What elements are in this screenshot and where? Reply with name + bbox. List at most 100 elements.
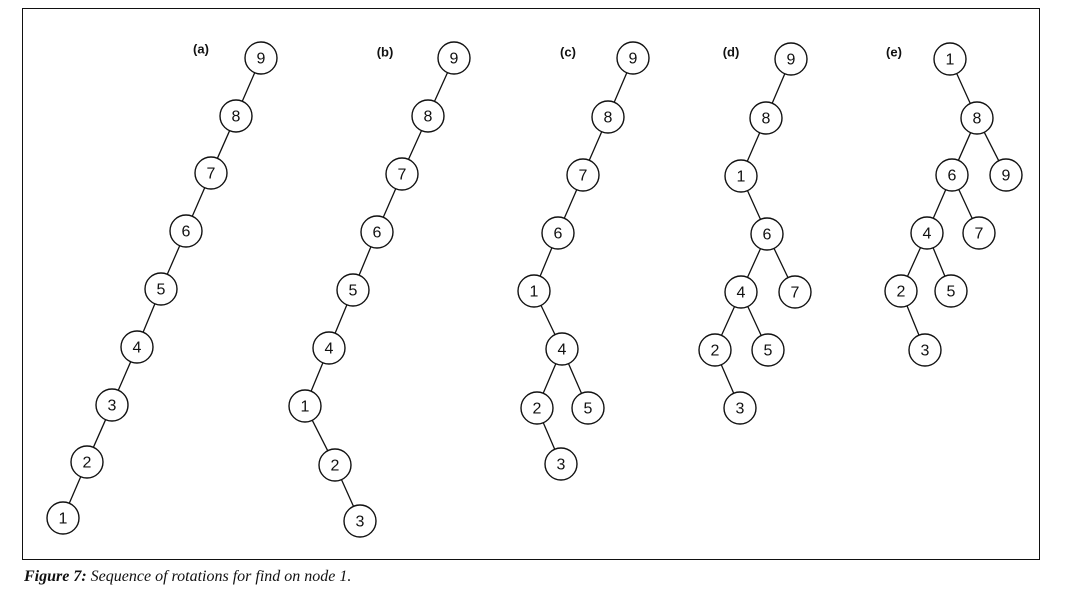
- node-key: 5: [947, 284, 956, 301]
- tree-node-e-9: 9: [989, 158, 1023, 192]
- node-key: 6: [373, 225, 382, 242]
- edge-e-2-3: [906, 305, 920, 336]
- tree-node-e-4: 4: [910, 216, 944, 250]
- edge-b-7-6: [382, 188, 397, 218]
- node-circle: [545, 332, 579, 366]
- node-key: 7: [791, 285, 800, 302]
- edge-b-1-2: [311, 420, 329, 451]
- node-key: 3: [736, 401, 745, 418]
- node-key: 8: [973, 111, 982, 128]
- tree-node-b-7: 7: [385, 157, 419, 191]
- tree-node-e-7: 7: [962, 216, 996, 250]
- edge-b-4-1: [310, 362, 324, 392]
- edge-d-4-5: [747, 306, 762, 336]
- node-circle: [960, 101, 994, 135]
- tree-node-a-2: 2: [70, 445, 104, 479]
- node-circle: [219, 99, 253, 133]
- node-circle: [120, 330, 154, 364]
- edge-e-4-5: [932, 247, 946, 277]
- tree-node-b-1: 1: [288, 389, 322, 423]
- node-key: 5: [157, 282, 166, 299]
- edge-c-9-8: [613, 72, 628, 103]
- tree-node-a-3: 3: [95, 388, 129, 422]
- node-key: 1: [301, 399, 310, 416]
- tree-node-d-9: 9: [774, 42, 808, 76]
- node-circle: [778, 275, 812, 309]
- node-key: 3: [356, 514, 365, 531]
- tree-node-d-3: 3: [723, 391, 757, 425]
- node-circle: [724, 275, 758, 309]
- node-circle: [591, 100, 625, 134]
- edge-a-8-7: [216, 130, 231, 159]
- node-key: 4: [133, 340, 142, 357]
- edge-c-8-7: [588, 131, 603, 161]
- node-circle: [541, 216, 575, 250]
- node-key: 7: [975, 226, 984, 243]
- node-key: 4: [923, 226, 932, 243]
- edge-b-2-3: [340, 479, 355, 507]
- tree-node-b-6: 6: [360, 215, 394, 249]
- node-key: 8: [762, 111, 771, 128]
- tree-node-c-2: 2: [520, 391, 554, 425]
- node-key: 2: [711, 343, 720, 360]
- edge-b-6-5: [358, 246, 372, 276]
- panel-label-a: (a): [193, 42, 209, 57]
- tree-node-a-4: 4: [120, 330, 154, 364]
- node-key: 8: [424, 109, 433, 126]
- tree-node-e-8: 8: [960, 101, 994, 135]
- node-circle: [385, 157, 419, 191]
- edge-e-8-9: [983, 132, 1000, 161]
- node-circle: [749, 101, 783, 135]
- figure-frame: [22, 8, 1040, 560]
- tree-node-c-5: 5: [571, 391, 605, 425]
- edge-a-7-6: [191, 187, 206, 217]
- tree-node-c-8: 8: [591, 100, 625, 134]
- tree-node-d-5: 5: [751, 333, 785, 367]
- edge-d-6-4: [746, 248, 762, 278]
- edge-c-7-6: [563, 189, 578, 219]
- tree-node-e-6: 6: [935, 158, 969, 192]
- node-circle: [910, 216, 944, 250]
- node-key: 5: [349, 283, 358, 300]
- edge-e-4-2: [906, 247, 922, 277]
- tree-node-b-3: 3: [343, 504, 377, 538]
- edge-d-6-7: [773, 248, 789, 278]
- node-circle: [517, 274, 551, 308]
- node-key: 7: [398, 167, 407, 184]
- edge-c-4-5: [567, 363, 583, 394]
- node-key: 5: [764, 343, 773, 360]
- node-key: 2: [83, 455, 92, 472]
- node-circle: [723, 391, 757, 425]
- node-key: 6: [554, 226, 563, 243]
- tree-node-a-7: 7: [194, 156, 228, 190]
- tree-node-c-6: 6: [541, 216, 575, 250]
- caption-text: Sequence of rotations for find on node 1…: [86, 568, 352, 585]
- edge-b-8-7: [407, 130, 423, 160]
- node-key: 9: [629, 51, 638, 68]
- node-circle: [318, 448, 352, 482]
- tree-node-c-3: 3: [544, 447, 578, 481]
- tree-node-c-7: 7: [566, 158, 600, 192]
- tree-node-a-9: 9: [244, 41, 278, 75]
- node-circle: [616, 41, 650, 75]
- node-circle: [437, 41, 471, 75]
- node-key: 8: [232, 109, 241, 126]
- tree-node-e-5: 5: [934, 274, 968, 308]
- edge-b-5-4: [334, 304, 348, 334]
- node-key: 7: [207, 166, 216, 183]
- figure-caption: Figure 7: Sequence of rotations for find…: [24, 568, 351, 586]
- panel-label-b: (b): [377, 45, 394, 60]
- edge-e-1-8: [956, 73, 971, 104]
- node-circle: [571, 391, 605, 425]
- node-key: 4: [558, 342, 567, 359]
- node-key: 8: [604, 110, 613, 127]
- node-key: 1: [59, 511, 68, 528]
- panel-label-d: (d): [723, 45, 740, 60]
- tree-node-d-8: 8: [749, 101, 783, 135]
- node-key: 7: [579, 168, 588, 185]
- edge-e-6-7: [958, 189, 973, 219]
- edge-a-9-8: [241, 72, 256, 102]
- node-circle: [169, 214, 203, 248]
- node-circle: [70, 445, 104, 479]
- node-circle: [566, 158, 600, 192]
